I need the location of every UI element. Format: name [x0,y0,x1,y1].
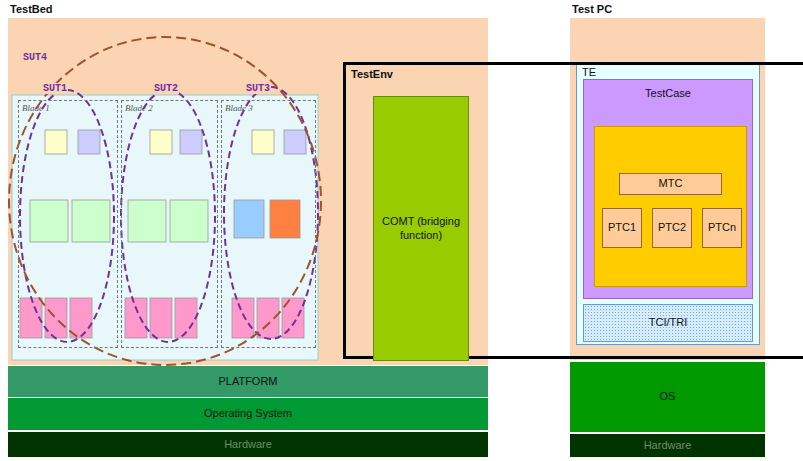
testcase-box: TestCaseMTC PTC1 PTC2 PTCn [583,79,753,299]
box-label: TestEnv [351,68,393,81]
component-panel [594,126,747,287]
hardware-band: Hardware [8,432,488,457]
box-label: TCI/TRI [649,316,688,329]
box-label: OS [660,390,676,403]
sut-label: SUT2 [153,83,179,94]
testenv-frame: TestEnvCOMT (bridging function) [343,62,803,359]
box-label: Test PC [572,3,612,16]
box-label: TE [582,66,596,79]
box-label: PTCn [708,221,736,234]
box-label: PTC1 [608,221,636,234]
ptc-box: PTC2 [652,208,692,248]
box-label: PLATFORM [218,375,277,388]
testpc-panel: Test PCTETestCaseMTCPTC1PTC2PTCnTCI/TRI [570,18,765,360]
box-label: Operating System [204,407,292,420]
box-label: COMT (bridging function) [374,215,468,241]
box-label: Hardware [224,438,272,451]
interface-box: TCI/TRI [583,304,753,342]
box-label: MTC [659,177,683,190]
ptc-box: PTCn [702,208,742,248]
platform-band: PLATFORM [8,366,488,397]
comt-box: COMT (bridging function) [373,96,469,361]
blade-frame: Blade 2 [121,100,218,348]
sut-label: SUT3 [245,83,271,94]
box-label: Hardware [644,439,692,452]
hardware-band: Hardware [570,434,765,457]
os-band: OS [570,362,765,432]
sut-label: SUT1 [42,83,68,94]
sut-label: SUT4 [22,52,48,63]
mtc-box: MTC [619,173,722,195]
box-label: TestCase [584,87,752,100]
blade-frame: Blade 1 [18,100,118,348]
blade-frame: Blade 3 [221,100,316,348]
ptc-box: PTC1 [602,208,642,248]
te-box: TE TestCaseMTC PTC1 PTC2 PTCnTCI/TRI [576,62,760,345]
box-label: Blade 1 [22,103,50,114]
box-label: PTC2 [658,221,686,234]
os-band: Operating System [8,398,488,430]
box-label: Blade 2 [125,103,153,114]
box-label: TestBed [10,3,53,16]
box-label: Blade 3 [225,103,253,114]
